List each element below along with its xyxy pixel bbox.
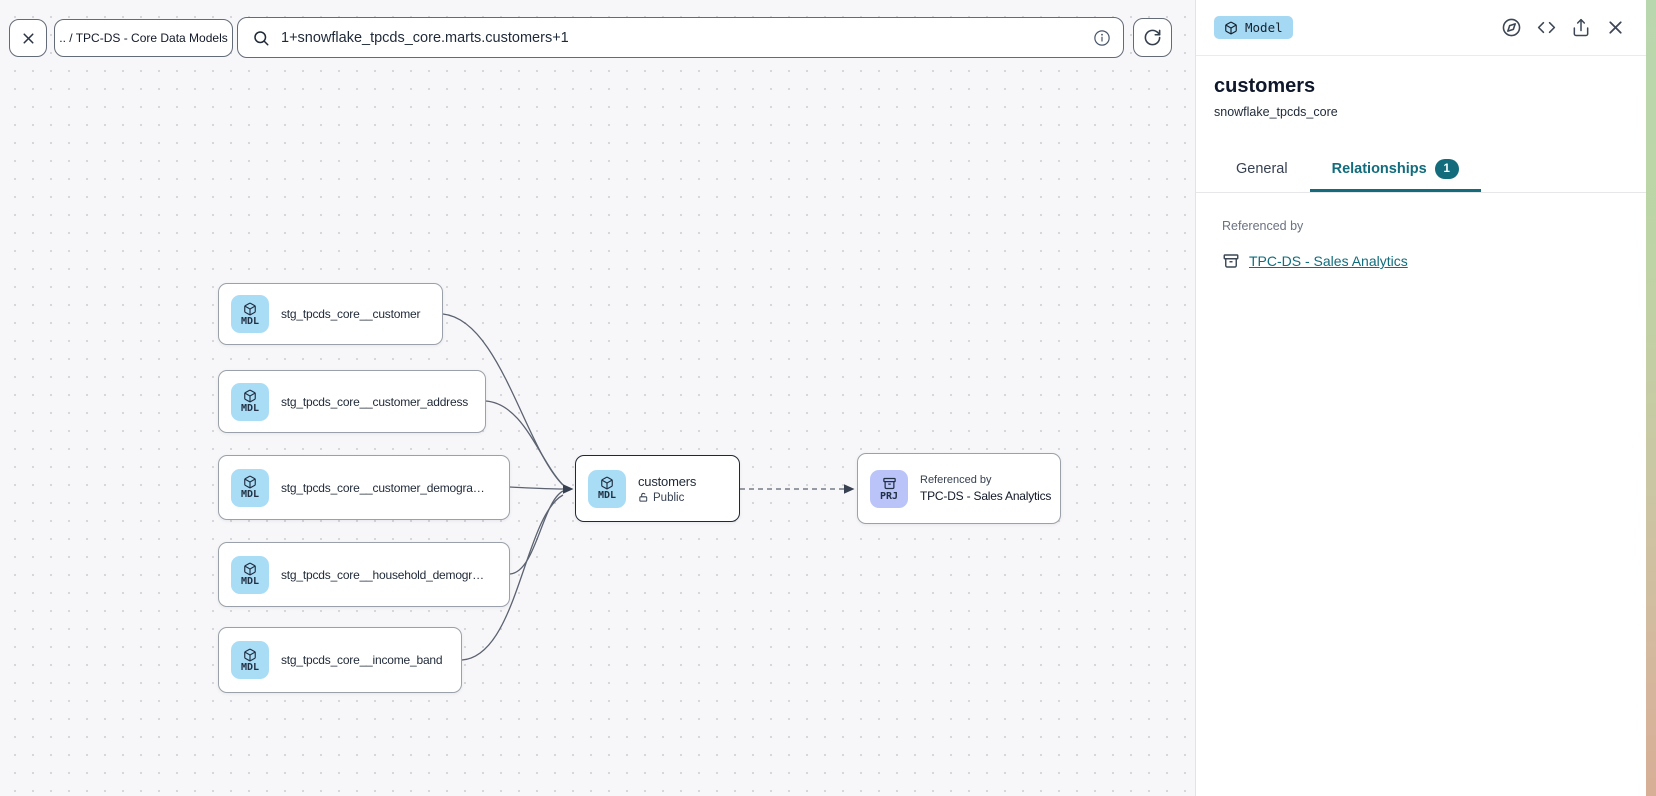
details-panel: Model customers snowflake_tpcds_core Gen… — [1195, 0, 1646, 796]
archive-icon — [1222, 252, 1240, 270]
arrowhead-into-project — [844, 484, 855, 494]
node-label: stg_tpcds_core__customer — [281, 307, 421, 321]
code-icon[interactable] — [1536, 17, 1557, 38]
explore-compass-icon[interactable] — [1501, 17, 1522, 38]
lineage-edges — [442, 313, 855, 661]
desktop-wallpaper-edge — [1646, 0, 1656, 796]
edge-household-demographics — [509, 490, 564, 575]
close-graph-button[interactable] — [9, 19, 47, 57]
page-title: customers — [1214, 75, 1316, 97]
node-label: stg_tpcds_core__customer_demogra… — [281, 480, 485, 495]
node-label: stg_tpcds_core__household_demogr… — [281, 567, 484, 582]
cube-icon — [1224, 21, 1238, 35]
close-icon — [20, 30, 37, 47]
model-icon: MDL — [588, 469, 626, 508]
search-icon — [252, 29, 270, 47]
referenced-by-section: Referenced by TPC-DS - Sales Analytics — [1214, 219, 1628, 270]
tab-relationships[interactable]: Relationships 1 — [1310, 146, 1481, 192]
node-stg-tpcds-core-income-band[interactable]: MDL stg_tpcds_core__income_band — [218, 627, 462, 693]
model-icon: MDL — [231, 555, 269, 594]
referenced-by-item[interactable]: TPC-DS - Sales Analytics — [1222, 252, 1628, 270]
model-icon: MDL — [231, 641, 269, 679]
panel-tabs: General Relationships 1 — [1196, 146, 1646, 193]
refresh-lineage-button[interactable] — [1133, 18, 1172, 57]
lineage-search[interactable] — [237, 17, 1124, 58]
node-stg-tpcds-core-household-demographics[interactable]: MDL stg_tpcds_core__household_demogr… — [218, 542, 510, 607]
project-subtitle: snowflake_tpcds_core — [1214, 105, 1338, 119]
project-icon: PRJ — [870, 469, 908, 508]
model-icon: MDL — [231, 295, 269, 333]
node-label: TPC-DS - Sales Analytics — [920, 489, 1052, 503]
resource-type-badge: Model — [1214, 16, 1293, 39]
model-icon: MDL — [231, 382, 269, 421]
node-label: stg_tpcds_core__customer_address — [281, 394, 469, 409]
lock-open-icon — [638, 492, 649, 503]
lineage-canvas[interactable]: .. / TPC-DS - Core Data Models MDL stg_t… — [0, 0, 1195, 796]
breadcrumb-label: .. / TPC-DS - Core Data Models — [59, 31, 228, 45]
referenced-project-link[interactable]: TPC-DS - Sales Analytics — [1249, 253, 1408, 269]
model-icon: MDL — [231, 468, 269, 507]
share-icon[interactable] — [1571, 18, 1591, 38]
search-input[interactable] — [279, 28, 1084, 47]
resource-type-label: Model — [1245, 20, 1283, 35]
node-label: stg_tpcds_core__income_band — [281, 653, 443, 667]
node-kicker: Referenced by — [920, 474, 992, 486]
visibility-badge: Public — [653, 491, 685, 504]
node-customers-selected[interactable]: MDL customers Public — [575, 455, 740, 522]
close-panel-icon[interactable] — [1605, 17, 1626, 38]
info-icon[interactable] — [1093, 29, 1111, 47]
node-stg-tpcds-core-customer-demographics[interactable]: MDL stg_tpcds_core__customer_demogra… — [218, 455, 510, 520]
panel-header: Model — [1196, 0, 1646, 56]
node-label: customers — [638, 473, 697, 489]
refresh-icon — [1143, 28, 1162, 47]
node-stg-tpcds-core-customer-address[interactable]: MDL stg_tpcds_core__customer_address — [218, 370, 486, 433]
node-stg-tpcds-core-customer[interactable]: MDL stg_tpcds_core__customer — [218, 283, 443, 345]
edge-customer-demographics — [509, 486, 564, 490]
node-referencing-project[interactable]: PRJ Referenced by TPC-DS - Sales Analyti… — [857, 453, 1061, 524]
tab-general[interactable]: General — [1236, 161, 1288, 177]
breadcrumb[interactable]: .. / TPC-DS - Core Data Models — [54, 19, 233, 57]
referenced-by-label: Referenced by — [1222, 219, 1304, 233]
arrowhead-into-customers — [563, 484, 574, 494]
relationships-count-badge: 1 — [1434, 159, 1459, 179]
